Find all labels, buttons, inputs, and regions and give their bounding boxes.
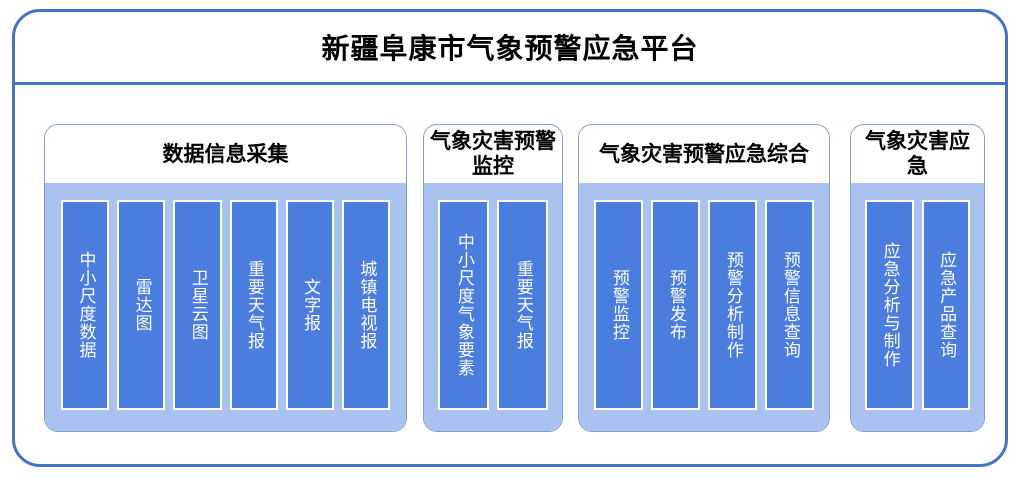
panel-header: 气象灾害应急: [851, 125, 984, 183]
panel-warning-emergency-integrated[interactable]: 气象灾害预警应急综合 预警监控 预警发布 预警分析制作 预警信息查询: [578, 124, 830, 432]
item-bar-label: 卫星云图: [188, 269, 208, 341]
panel-title: 气象灾害预警监控: [430, 130, 556, 178]
panel-body: 应急分析与制作 应急产品查询: [851, 183, 984, 431]
item-bar-label: 文字报: [301, 278, 321, 332]
item-bar-label: 应急分析与制作: [880, 242, 900, 368]
item-bar-label: 城镇电视报: [357, 260, 377, 350]
item-bar[interactable]: 应急产品查询: [921, 200, 970, 410]
item-bar-label: 雷达图: [132, 278, 152, 332]
panel-header: 气象灾害预警应急综合: [579, 125, 829, 183]
item-bar-label: 预警发布: [666, 269, 686, 341]
item-bar[interactable]: 应急分析与制作: [865, 200, 914, 410]
item-bar[interactable]: 卫星云图: [173, 200, 222, 410]
panel-disaster-warning-monitoring[interactable]: 气象灾害预警监控 中小尺度气象要素 重要天气报: [423, 124, 563, 432]
item-bar[interactable]: 重要天气报: [229, 200, 278, 410]
panel-title: 气象灾害应急: [865, 130, 970, 178]
panels-row: 数据信息采集 中小尺度数据 雷达图 卫星云图 重要天气报 文字报: [15, 85, 1005, 464]
item-bar[interactable]: 文字报: [285, 200, 334, 410]
item-bar[interactable]: 重要天气报: [497, 200, 548, 410]
platform-title-bar: 新疆阜康市气象预警应急平台: [15, 12, 1005, 85]
item-bar[interactable]: 雷达图: [117, 200, 166, 410]
item-bar-label: 预警监控: [609, 269, 629, 341]
panel-body: 预警监控 预警发布 预警分析制作 预警信息查询: [579, 183, 829, 431]
item-bar[interactable]: 中小尺度气象要素: [438, 200, 489, 410]
item-bar[interactable]: 预警监控: [594, 200, 643, 410]
item-bar[interactable]: 预警发布: [651, 200, 700, 410]
panel-data-collection[interactable]: 数据信息采集 中小尺度数据 雷达图 卫星云图 重要天气报 文字报: [44, 124, 407, 432]
panel-body: 中小尺度气象要素 重要天气报: [424, 183, 562, 431]
panel-header: 气象灾害预警监控: [424, 125, 562, 183]
item-bar-label: 重要天气报: [244, 260, 264, 350]
panel-title: 气象灾害预警应急综合: [599, 142, 809, 166]
item-bar-label: 应急产品查询: [937, 251, 957, 359]
page-title: 新疆阜康市气象预警应急平台: [321, 33, 699, 64]
item-bar[interactable]: 城镇电视报: [341, 200, 391, 410]
platform-frame: 新疆阜康市气象预警应急平台 数据信息采集 中小尺度数据 雷达图 卫星云图 重要天…: [12, 9, 1008, 467]
item-bar-label: 重要天气报: [513, 260, 533, 350]
item-bar-label: 中小尺度气象要素: [454, 233, 474, 377]
item-bar-label: 预警信息查询: [780, 251, 800, 359]
item-bar[interactable]: 中小尺度数据: [61, 200, 110, 410]
item-bar[interactable]: 预警分析制作: [708, 200, 757, 410]
panel-title: 数据信息采集: [162, 142, 289, 166]
item-bar[interactable]: 预警信息查询: [765, 200, 814, 410]
panel-header: 数据信息采集: [45, 125, 406, 183]
item-bar-label: 中小尺度数据: [76, 251, 96, 359]
panel-disaster-emergency[interactable]: 气象灾害应急 应急分析与制作 应急产品查询: [850, 124, 985, 432]
panel-body: 中小尺度数据 雷达图 卫星云图 重要天气报 文字报 城镇电视报: [45, 183, 406, 431]
item-bar-label: 预警分析制作: [723, 251, 743, 359]
